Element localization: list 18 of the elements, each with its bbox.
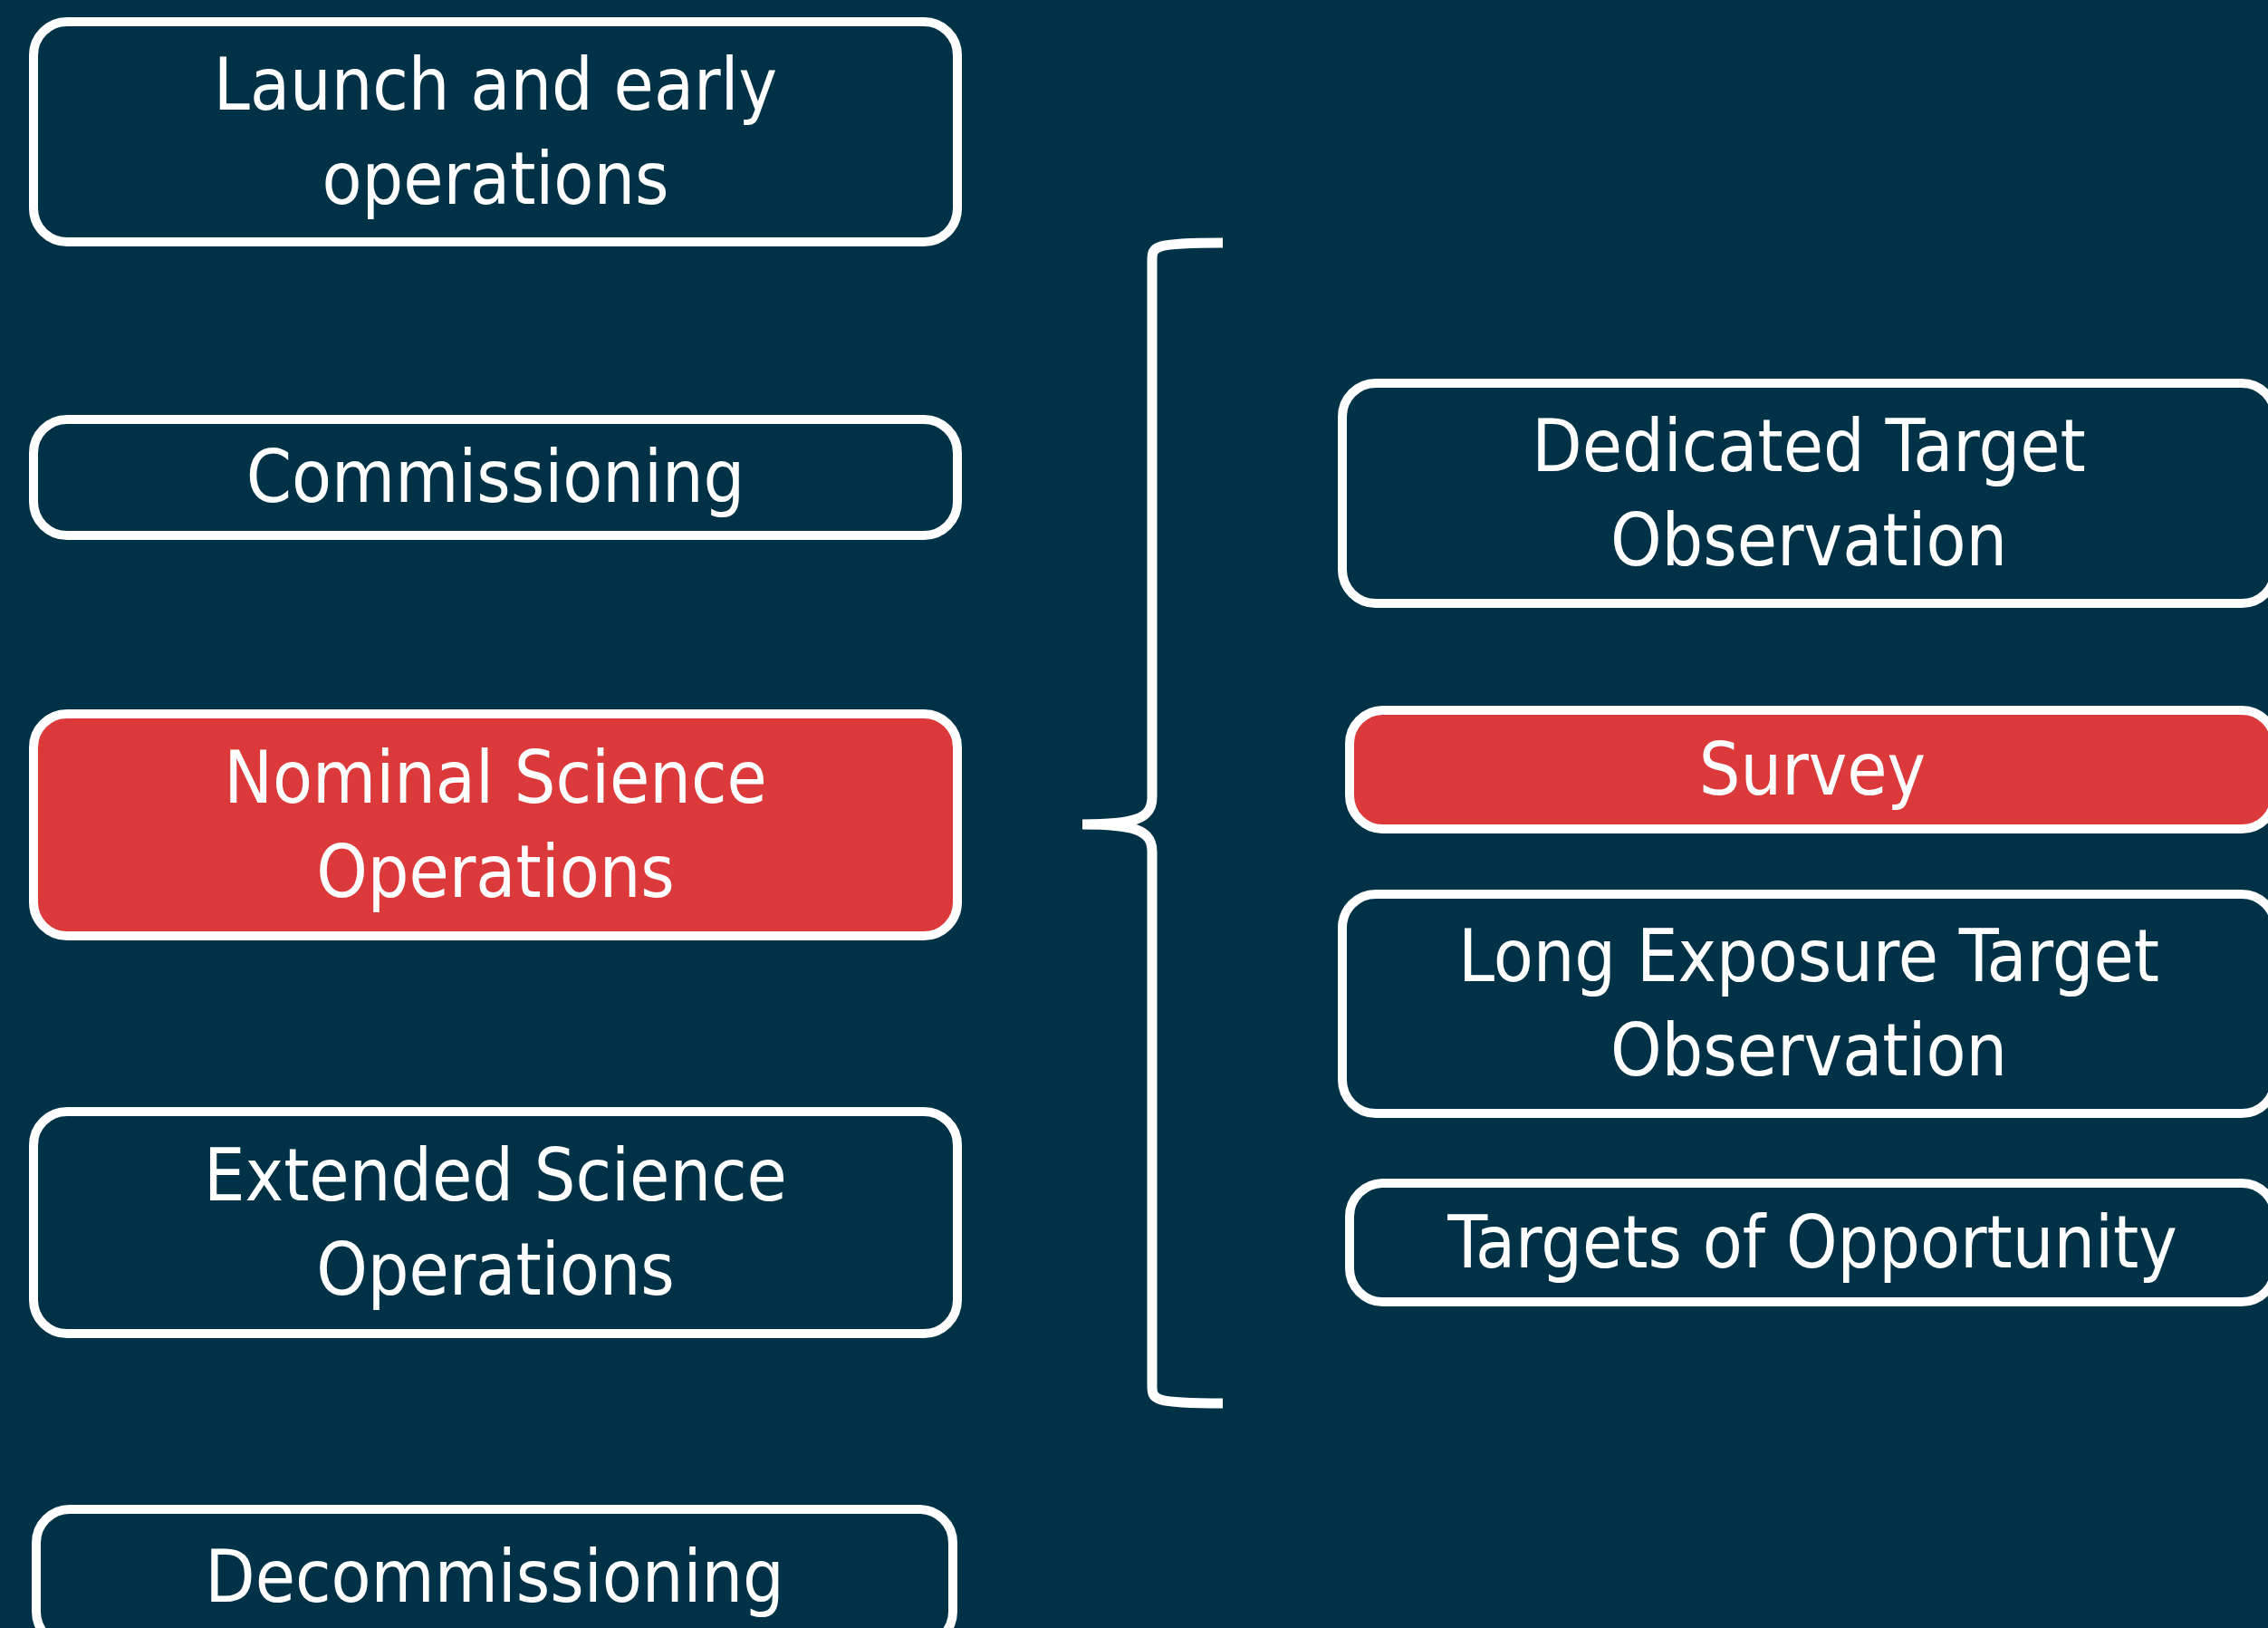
process-box (29, 709, 962, 940)
box-label: Commissioning (245, 434, 746, 521)
box-label: Long Exposure Target Observation (1457, 913, 2160, 1094)
process-box (29, 415, 962, 540)
process-box (1345, 706, 2268, 833)
process-box (29, 17, 962, 246)
process-box (29, 1107, 962, 1338)
process-box (1345, 1179, 2268, 1306)
box-label: Dedicated Target Observation (1531, 402, 2087, 584)
box-label: Targets of Opportunity (1446, 1199, 2178, 1286)
process-box (1338, 890, 2268, 1118)
box-label: Nominal Science Operations (223, 734, 768, 916)
box-label: Extended Science Operations (203, 1132, 788, 1314)
process-box (32, 1505, 957, 1628)
box-label: Survey (1697, 726, 1927, 814)
box-label: Launch and early operations (212, 41, 779, 223)
process-box (1338, 379, 2268, 608)
box-label: Decommissioning (204, 1534, 785, 1621)
